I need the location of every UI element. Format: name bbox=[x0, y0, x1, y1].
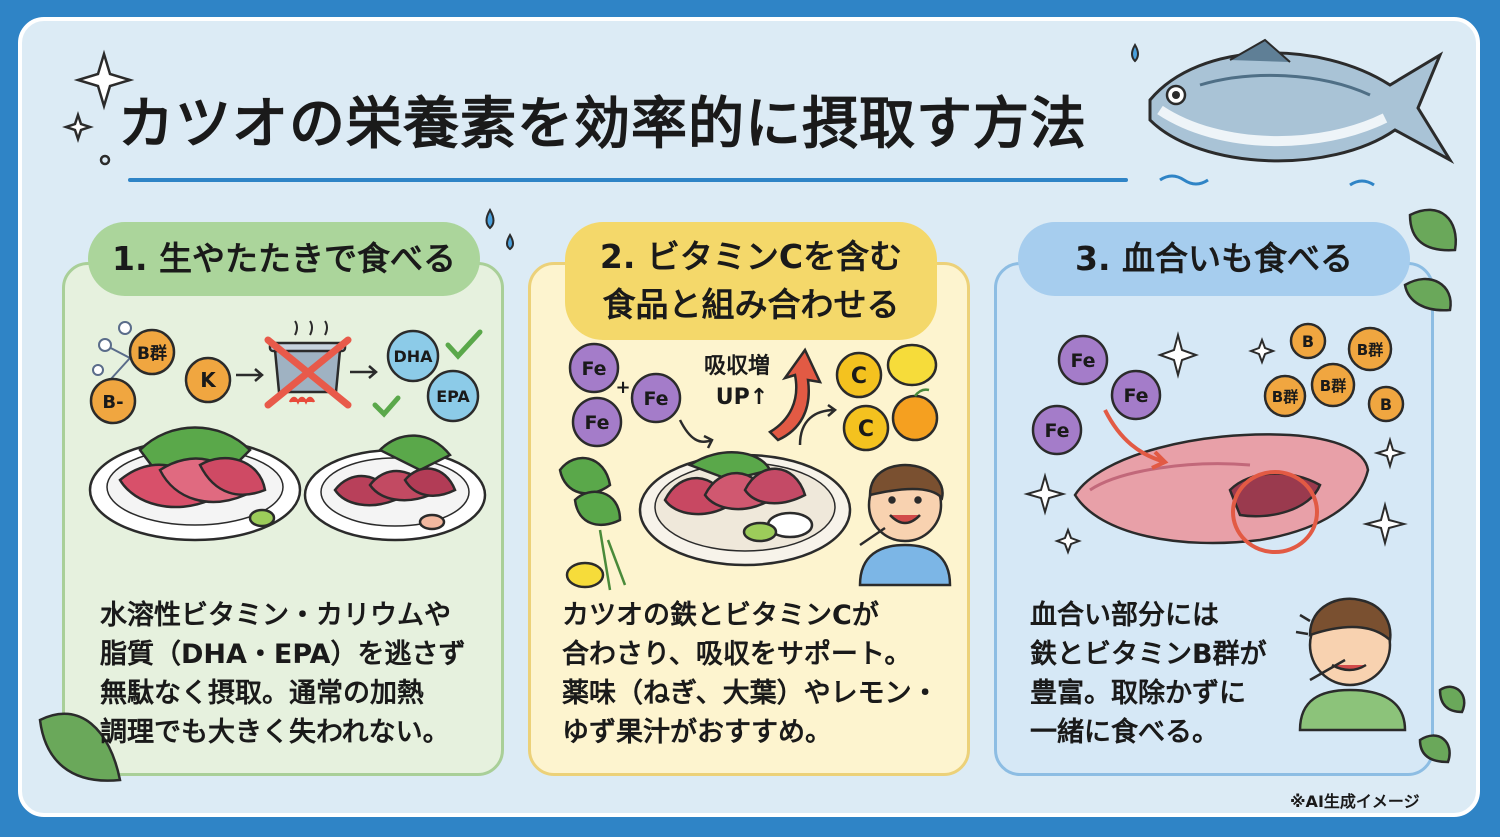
page-title: カツオの栄養素を効率的に摂取す方法 bbox=[118, 92, 1087, 157]
section-3-heading: 3. 血合いも食べる bbox=[1018, 222, 1410, 296]
sparkle-icon bbox=[1023, 331, 1408, 555]
k-label: K bbox=[200, 368, 217, 392]
b-group-label-3c: B群 bbox=[1320, 377, 1346, 395]
ai-footnote: ※AI生成イメージ bbox=[1290, 792, 1420, 811]
section-1-line-2: 脂質（DHA・EPA）を逃さず bbox=[100, 639, 466, 670]
leaf-icon bbox=[38, 208, 1466, 782]
fe-bubbles-3 bbox=[1031, 334, 1162, 456]
absorb-label-1: 吸収増 bbox=[704, 353, 770, 379]
c-label-1: C bbox=[851, 364, 867, 389]
dha-label: DHA bbox=[393, 347, 433, 366]
arrow-icon bbox=[678, 403, 838, 449]
water-drop-icon bbox=[485, 43, 1139, 251]
tataki-plate-icon bbox=[638, 451, 852, 567]
vitamin-c-bubbles bbox=[835, 351, 890, 452]
fe-bubbles-2 bbox=[568, 342, 682, 448]
section-2-heading-line-1: 2. ビタミンCを含む bbox=[599, 237, 903, 276]
epa-label: EPA bbox=[436, 387, 470, 406]
fe-label-3: Fe bbox=[643, 388, 668, 410]
red-arrow-icon bbox=[767, 347, 823, 442]
fe-label-5: Fe bbox=[1123, 385, 1148, 407]
lemon-icon bbox=[565, 343, 938, 589]
b-bubbles-3 bbox=[1263, 322, 1405, 423]
section-3-line-1: 血合い部分には bbox=[1030, 600, 1219, 631]
section-2-line-1: カツオの鉄とビタミンCが bbox=[562, 600, 879, 631]
shiso-leaf-icon bbox=[558, 456, 627, 591]
section-2-line-4: ゆず果汁がおすすめ。 bbox=[562, 717, 832, 748]
arrow-icon bbox=[236, 365, 378, 382]
section-2-description: カツオの鉄とビタミンCが 合わさり、吸収をサポート。 薬味（ねぎ、大葉）やレモン… bbox=[562, 596, 939, 752]
section-1-line-1: 水溶性ビタミン・カリウムや bbox=[100, 600, 451, 631]
b-label-3a: B bbox=[1302, 332, 1314, 351]
boy-icon bbox=[858, 463, 952, 587]
molecule-icon bbox=[92, 321, 132, 381]
fe-label-1: Fe bbox=[581, 358, 606, 380]
bonito-fish-icon bbox=[1148, 38, 1455, 187]
check-icon bbox=[372, 329, 483, 418]
b-group-label-3b: B群 bbox=[1272, 388, 1298, 406]
orange-icon bbox=[891, 388, 939, 442]
fe-label-4: Fe bbox=[1070, 350, 1095, 372]
b-label-3b: B bbox=[1380, 395, 1392, 414]
section-2-line-2: 合わさり、吸収をサポート。 bbox=[562, 639, 912, 670]
section-3-line-3: 豊富。取除かずに bbox=[1030, 678, 1246, 709]
boy-eating-icon bbox=[1295, 597, 1407, 732]
section-3-description: 血合い部分には 鉄とビタミンB群が 豊富。取除かずに 一緒に食べる。 bbox=[1030, 596, 1267, 752]
fe-label-6: Fe bbox=[1044, 420, 1069, 442]
section-2-heading: 2. ビタミンCを含む 食品と組み合わせる bbox=[565, 222, 937, 340]
fe-label-2: Fe bbox=[584, 412, 609, 434]
sashimi-plate-icon bbox=[88, 426, 487, 542]
bonito-fillet-icon bbox=[1073, 409, 1370, 554]
c-label-2: C bbox=[858, 417, 874, 442]
b-group-label-1: B群 bbox=[137, 343, 167, 364]
section-2-line-3: 薬味（ねぎ、大葉）やレモン・ bbox=[562, 678, 939, 709]
b-label: B- bbox=[102, 392, 123, 413]
b-group-label-3a: B群 bbox=[1357, 341, 1383, 359]
section-1-line-3: 無駄なく摂取。通常の加熱 bbox=[100, 678, 424, 709]
section-3-line-4: 一緒に食べる。 bbox=[1030, 717, 1219, 748]
title-underline bbox=[128, 178, 1128, 182]
plus-label: + bbox=[615, 377, 630, 398]
absorb-label-2: UP↑ bbox=[716, 385, 768, 410]
section-1-description: 水溶性ビタミン・カリウムや 脂質（DHA・EPA）を逃さず 無駄なく摂取。通常の… bbox=[100, 596, 466, 752]
section-3-line-2: 鉄とビタミンB群が bbox=[1030, 639, 1267, 670]
section-2-heading-line-2: 食品と組み合わせる bbox=[602, 285, 900, 324]
cross-icon bbox=[264, 336, 352, 409]
section-1-heading: 1. 生やたたきで食べる bbox=[88, 222, 480, 296]
sparkle-icon bbox=[62, 49, 135, 166]
section-1-line-4: 調理でも大きく失われない。 bbox=[100, 717, 450, 748]
nutrient-bubbles-1 bbox=[89, 328, 480, 425]
